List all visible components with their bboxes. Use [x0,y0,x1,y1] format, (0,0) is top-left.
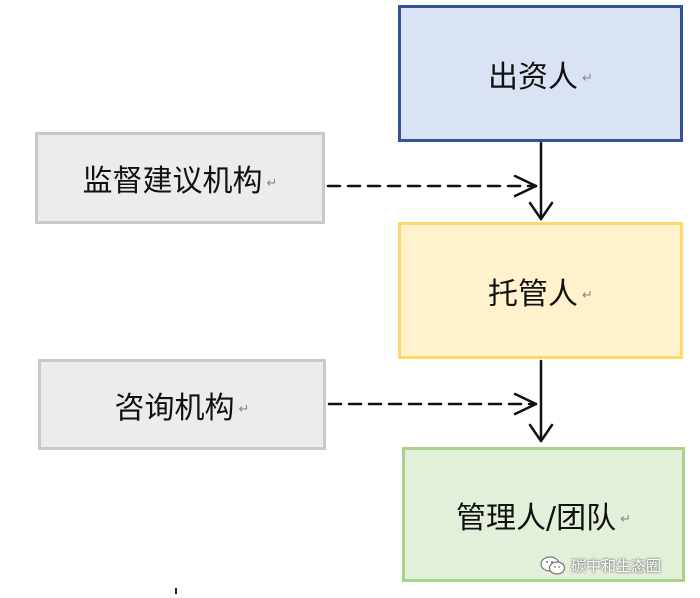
custodian-label: 托管人 [488,276,579,312]
watermark: 碳中和生态圈 [540,555,661,576]
dashed-arrowhead-consultant [513,392,538,416]
paragraph-mark: ↵ [266,175,278,191]
investor-box: 出资人↵ [398,5,683,142]
paragraph-mark: ↵ [238,402,250,417]
supervisor-box: 监督建议机构↵ [35,132,325,224]
manager-label: 管理人/团队 [455,500,617,536]
consultant-box: 咨询机构↵ [38,359,326,450]
consultant-label: 咨询机构 [114,390,235,426]
dashed-arrowhead-supervisor [513,174,538,198]
paragraph-mark: ↵ [582,288,593,303]
custodian-box: 托管人↵ [398,222,683,359]
paragraph-mark: ↵ [620,512,631,527]
investor-label: 出资人 [488,59,579,95]
watermark-text: 碳中和生态圈 [571,557,662,575]
wechat-icon [540,555,566,575]
arrowhead-custodian-to-manager [528,423,554,443]
paragraph-mark: ↵ [582,71,593,86]
supervisor-label: 监督建议机构 [82,164,263,199]
stray-mark [175,588,177,594]
arrowhead-investor-to-custodian [528,201,554,221]
